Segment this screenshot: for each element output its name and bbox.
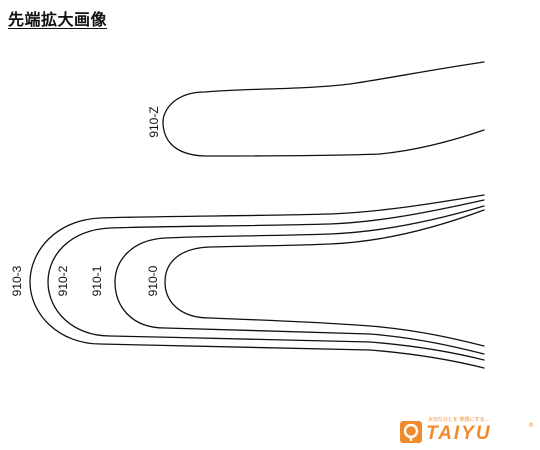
logo-wordmark: TAIYU bbox=[426, 423, 492, 444]
taiyu-logo: 大切なひとを 笑顔にする… TAIYU ® bbox=[398, 416, 534, 446]
tip-outline-910-1 bbox=[114, 205, 485, 355]
tip-label-910-0: 910-0 bbox=[146, 265, 160, 296]
logo-mark-icon bbox=[400, 421, 422, 443]
tip-outline-910-z bbox=[162, 61, 485, 157]
tip-label-910-z: 910-Z bbox=[147, 106, 161, 137]
tip-outline-910-0 bbox=[164, 209, 485, 347]
tip-label-910-2: 910-2 bbox=[56, 265, 70, 296]
tip-outline-910-2 bbox=[47, 199, 485, 361]
tip-outline-910-3 bbox=[29, 194, 485, 369]
logo-tagline: 大切なひとを 笑顔にする… bbox=[428, 417, 490, 423]
page-title: 先端拡大画像 bbox=[8, 10, 108, 29]
tip-label-910-1: 910-1 bbox=[90, 265, 104, 296]
registered-mark-icon: ® bbox=[528, 422, 534, 429]
tip-label-910-3: 910-3 bbox=[10, 265, 24, 296]
